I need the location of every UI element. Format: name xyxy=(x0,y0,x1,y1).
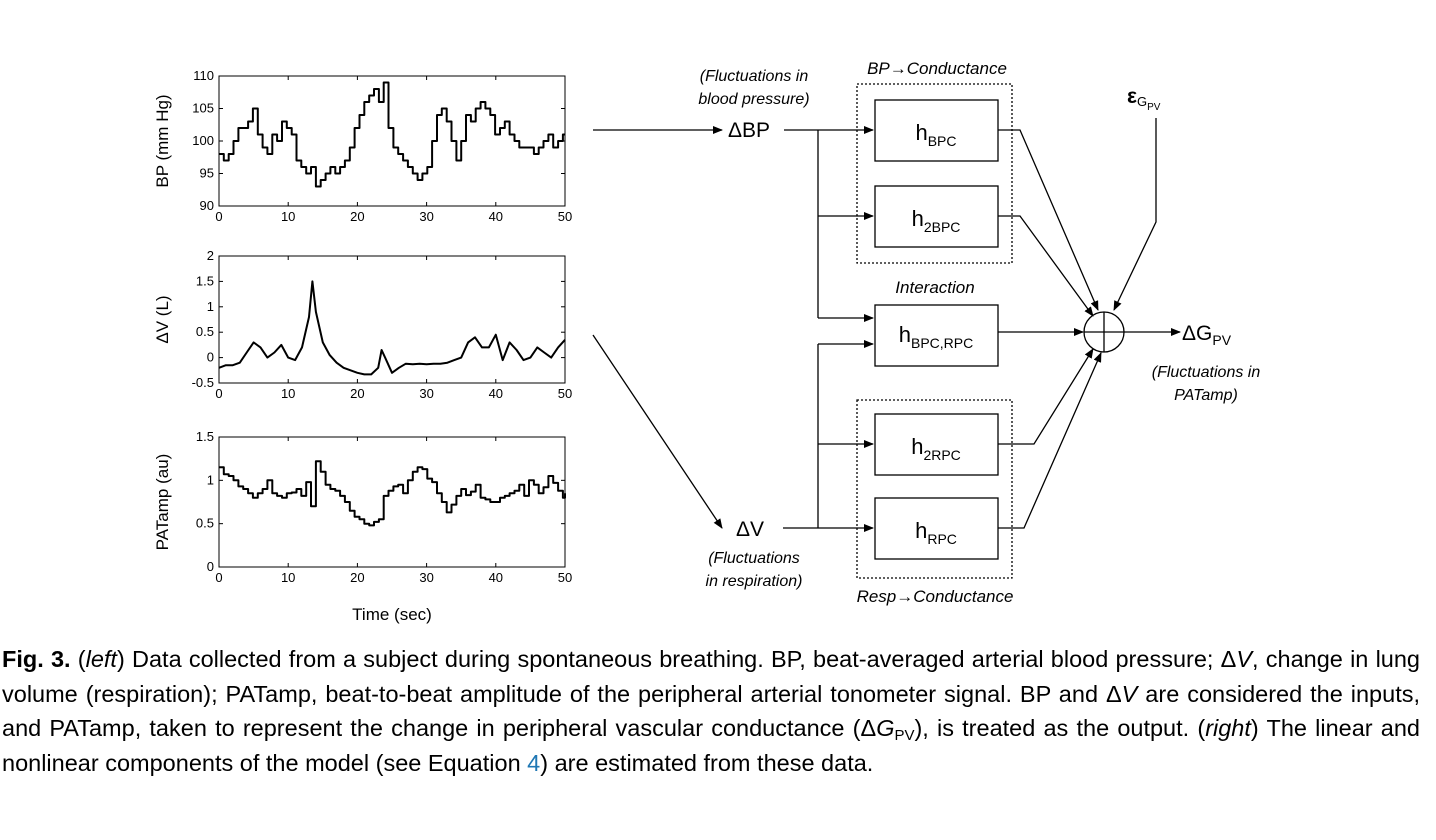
bp-x-tick-label: 20 xyxy=(350,209,364,224)
patamp-y-axis-label: PATamp (au) xyxy=(153,454,172,551)
bp-x-tick-label: 0 xyxy=(215,209,222,224)
arrow-v-input xyxy=(592,334,723,529)
patamp-x-tick-label: 30 xyxy=(419,570,433,585)
block-rpc xyxy=(874,497,999,560)
block-bpc xyxy=(874,99,999,162)
patamp-y-tick-label: 1.5 xyxy=(196,429,214,444)
dv-series-line xyxy=(218,280,566,376)
figure-caption: Fig. 3. (left) Data collected from a sub… xyxy=(2,646,1421,776)
dv-y-tick-label: 1.5 xyxy=(196,273,214,288)
dv-x-tick-label: 0 xyxy=(215,386,222,401)
interaction-label: Interaction xyxy=(895,278,974,297)
dv-x-tick-label: 10 xyxy=(281,386,295,401)
patamp-x-tick-label: 10 xyxy=(281,570,295,585)
bp-plot: 0 10 20 30 40 50 90 95 100 105 110 BP (mm Hg) xyxy=(153,68,572,224)
patamp-x-tick-label: 20 xyxy=(350,570,364,585)
bp-y-tick-label: 95 xyxy=(200,166,214,181)
dv-y-tick-label: -0.5 xyxy=(192,375,214,390)
dv-y-tick-label: 2 xyxy=(207,248,214,263)
patamp-y-tick-label: 0.5 xyxy=(196,516,214,531)
dv-axes-frame xyxy=(218,255,566,384)
dv-y-tick-label: 1 xyxy=(207,299,214,314)
figure-label: Fig. 3. xyxy=(2,646,71,672)
input-bp-note-1: (Fluctuations in xyxy=(700,68,809,85)
output-note-1: (Fluctuations in xyxy=(1152,364,1261,381)
bp-conductance-group xyxy=(856,83,1013,264)
input-v-note-2: in respiration) xyxy=(706,573,803,590)
bp-series-line xyxy=(219,81,565,188)
bp-y-tick-label: 90 xyxy=(200,198,214,213)
bp-y-tick-label: 105 xyxy=(192,101,214,116)
bp-x-tick-label: 10 xyxy=(281,209,295,224)
resp-conductance-label: Resp→Conductance xyxy=(857,587,1014,606)
dv-x-tick-label: 40 xyxy=(489,386,503,401)
bp-axes-frame xyxy=(218,75,566,207)
resp-conductance-group xyxy=(856,399,1013,579)
dv-y-tick-label: 0.5 xyxy=(196,324,214,339)
dv-y-tick-label: 0 xyxy=(207,350,214,365)
input-v-note-1: (Fluctuations xyxy=(708,550,800,567)
block-bpc-label: hBPC xyxy=(915,120,956,149)
bp-x-tick-label: 40 xyxy=(489,209,503,224)
dv-x-tick-label: 50 xyxy=(558,386,572,401)
input-bp-note-2: blood pressure) xyxy=(698,91,809,108)
dv-x-tick-label: 20 xyxy=(350,386,364,401)
bp-conductance-label: BP→Conductance xyxy=(867,59,1007,78)
block-diagram xyxy=(592,83,1181,579)
dv-y-axis-label: ΔV (L) xyxy=(153,295,172,343)
patamp-x-tick-label: 40 xyxy=(489,570,503,585)
bp-y-tick-label: 110 xyxy=(193,68,214,83)
input-v-label: ΔV xyxy=(736,518,764,541)
patamp-series-line xyxy=(219,460,566,527)
output-label: ΔGPV xyxy=(1182,322,1232,348)
bp-x-tick-label: 30 xyxy=(419,209,433,224)
block-rpc-label: hRPC xyxy=(915,518,957,547)
block-2bpc xyxy=(874,185,999,248)
block-bpc-rpc xyxy=(874,304,999,367)
noise-label: εGPV xyxy=(1127,85,1161,113)
patamp-x-tick-label: 0 xyxy=(215,570,222,585)
patamp-x-tick-label: 50 xyxy=(558,570,572,585)
patamp-y-tick-label: 0 xyxy=(207,559,214,574)
block-2bpc-label: h2BPC xyxy=(912,206,961,235)
block-bpc-rpc-label: hBPC,RPC xyxy=(899,322,973,351)
dv-x-tick-label: 30 xyxy=(419,386,433,401)
equation-link[interactable]: 4 xyxy=(527,749,541,776)
block-2rpc xyxy=(874,413,999,476)
patamp-axes-frame xyxy=(218,436,566,568)
bp-x-tick-label: 50 xyxy=(558,209,572,224)
bp-y-axis-label: BP (mm Hg) xyxy=(153,94,172,187)
output-note-2: PATamp) xyxy=(1174,387,1238,404)
block-2rpc-label: h2RPC xyxy=(911,434,961,463)
patamp-y-tick-label: 1 xyxy=(207,472,214,487)
input-bp-label: ΔBP xyxy=(728,119,770,142)
x-axis-label: Time (sec) xyxy=(352,605,432,624)
bp-y-tick-label: 100 xyxy=(192,133,214,148)
